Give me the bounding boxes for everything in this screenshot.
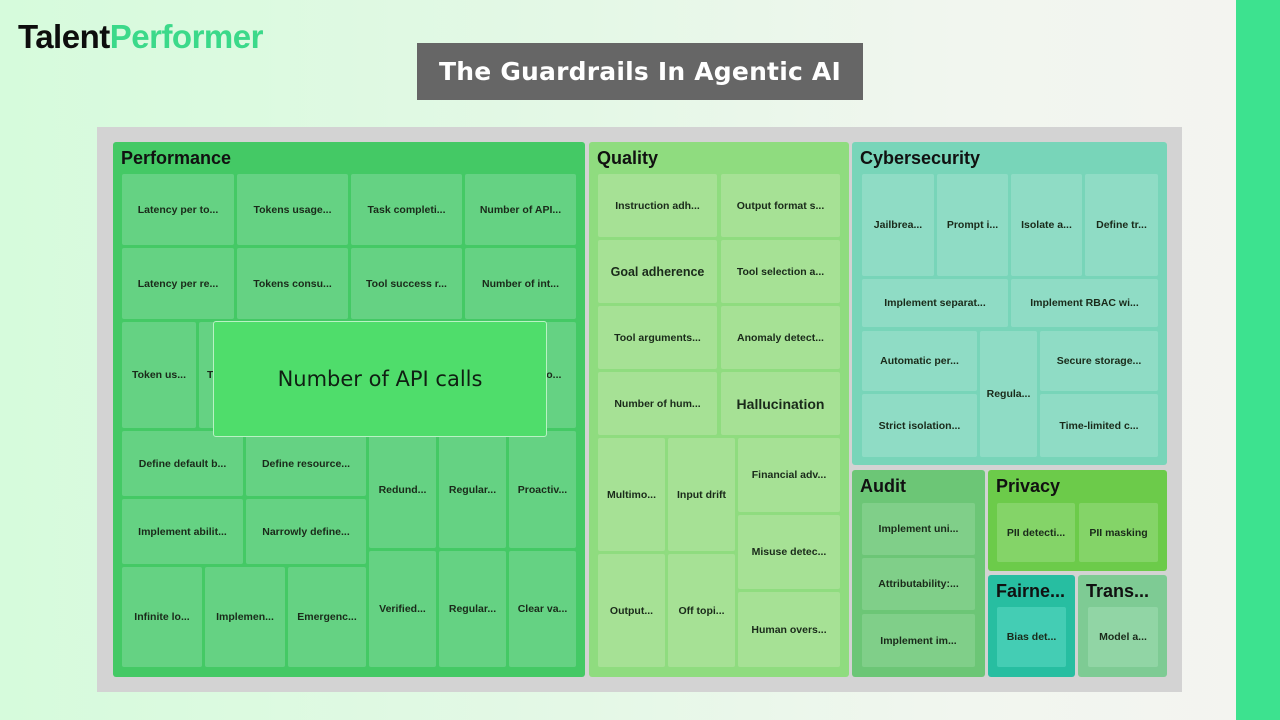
treemap-group-transparency[interactable]: Trans... Model a...	[1078, 575, 1167, 677]
treemap-tile[interactable]: Prompt i...	[937, 174, 1008, 276]
treemap-group-label: Performance	[121, 148, 232, 168]
treemap-tile[interactable]: Emergenc...	[288, 567, 366, 667]
treemap-tile[interactable]: PII masking	[1079, 503, 1158, 562]
treemap-tile[interactable]: Bias det...	[997, 607, 1066, 667]
treemap-tile[interactable]: Hallucination	[721, 372, 840, 435]
treemap-tile[interactable]: Attributability:...	[862, 558, 975, 610]
treemap-tile[interactable]: Tokens usage...	[237, 174, 348, 245]
treemap-tile[interactable]: Isolate a...	[1011, 174, 1082, 276]
treemap-tile[interactable]: Implement im...	[862, 614, 975, 667]
treemap-tile[interactable]: Implement RBAC wi...	[1011, 279, 1158, 327]
treemap-tile[interactable]: Goal adherence	[598, 240, 717, 303]
treemap-tile[interactable]: Clear va...	[509, 551, 576, 667]
treemap-tile[interactable]: Misuse detec...	[738, 515, 840, 589]
treemap-tile[interactable]: Time-limited c...	[1040, 394, 1158, 457]
treemap-tile[interactable]: Human overs...	[738, 592, 840, 667]
treemap-tile[interactable]: Automatic per...	[862, 331, 977, 391]
hover-tooltip: Number of API calls	[213, 321, 547, 437]
treemap-tile[interactable]: Jailbrea...	[862, 174, 934, 276]
treemap-tile[interactable]: Implement abilit...	[122, 499, 243, 564]
treemap-tile[interactable]: Strict isolation...	[862, 394, 977, 457]
treemap-tile[interactable]: Define tr...	[1085, 174, 1158, 276]
treemap-group-label: Privacy	[996, 476, 1061, 496]
treemap-tile[interactable]: Model a...	[1088, 607, 1158, 667]
treemap-tile[interactable]: Financial adv...	[738, 438, 840, 512]
treemap-tile[interactable]: Anomaly detect...	[721, 306, 840, 369]
treemap-tile[interactable]: Implement separat...	[862, 279, 1008, 327]
treemap-tile[interactable]: Number of hum...	[598, 372, 717, 435]
treemap-tile[interactable]: Token us...	[122, 322, 196, 428]
page-title: The Guardrails In Agentic AI	[417, 43, 863, 100]
treemap-tile[interactable]: Number of int...	[465, 248, 576, 319]
treemap-tile[interactable]: Define resource...	[246, 431, 366, 496]
treemap-tile[interactable]: Output...	[598, 554, 665, 667]
treemap-tile[interactable]: Infinite lo...	[122, 567, 202, 667]
treemap-tile[interactable]: Redund...	[369, 431, 436, 548]
treemap-group-label: Fairne...	[996, 581, 1066, 601]
treemap-tile[interactable]: Output format s...	[721, 174, 840, 237]
brand-logo-part2: Performer	[109, 18, 264, 55]
treemap-tile[interactable]: Regula...	[980, 331, 1037, 457]
treemap-group-label: Cybersecurity	[860, 148, 981, 168]
treemap-tile[interactable]: Regular...	[439, 431, 506, 548]
decorative-side-bar	[1236, 0, 1280, 720]
treemap-tile[interactable]: Implemen...	[205, 567, 285, 667]
treemap-tile[interactable]: Task completi...	[351, 174, 462, 245]
brand-logo-part1: Talent	[18, 18, 110, 55]
treemap-tile[interactable]: Off topi...	[668, 554, 735, 667]
treemap-tile[interactable]: Multimo...	[598, 438, 665, 551]
treemap-tile[interactable]: Narrowly define...	[246, 499, 366, 564]
treemap-tile[interactable]: Verified...	[369, 551, 436, 667]
treemap-tile[interactable]: Latency per re...	[122, 248, 234, 319]
treemap-tile[interactable]: Number of API...	[465, 174, 576, 245]
treemap-tile[interactable]: PII detecti...	[997, 503, 1075, 562]
treemap-group-fairness[interactable]: Fairne... Bias det...	[988, 575, 1075, 677]
treemap-tile[interactable]: Tool success r...	[351, 248, 462, 319]
treemap-tile[interactable]: Tokens consu...	[237, 248, 348, 319]
treemap-tile[interactable]: Proactiv...	[509, 431, 576, 548]
treemap-tile[interactable]: Tool arguments...	[598, 306, 717, 369]
treemap-tile[interactable]: Input drift	[668, 438, 735, 551]
treemap-tile[interactable]: Implement uni...	[862, 503, 975, 555]
treemap-tile[interactable]: Latency per to...	[122, 174, 234, 245]
treemap-group-label: Audit	[860, 476, 906, 496]
brand-logo: TalentPerformer	[18, 18, 263, 56]
treemap-tile[interactable]: Secure storage...	[1040, 331, 1158, 391]
treemap-tile[interactable]: Define default b...	[122, 431, 243, 496]
treemap-tile[interactable]: Tool selection a...	[721, 240, 840, 303]
treemap-group-label: Quality	[597, 148, 659, 168]
treemap-tile[interactable]: Instruction adh...	[598, 174, 717, 237]
treemap-tile[interactable]: Regular...	[439, 551, 506, 667]
treemap-group-label: Trans...	[1086, 581, 1150, 601]
